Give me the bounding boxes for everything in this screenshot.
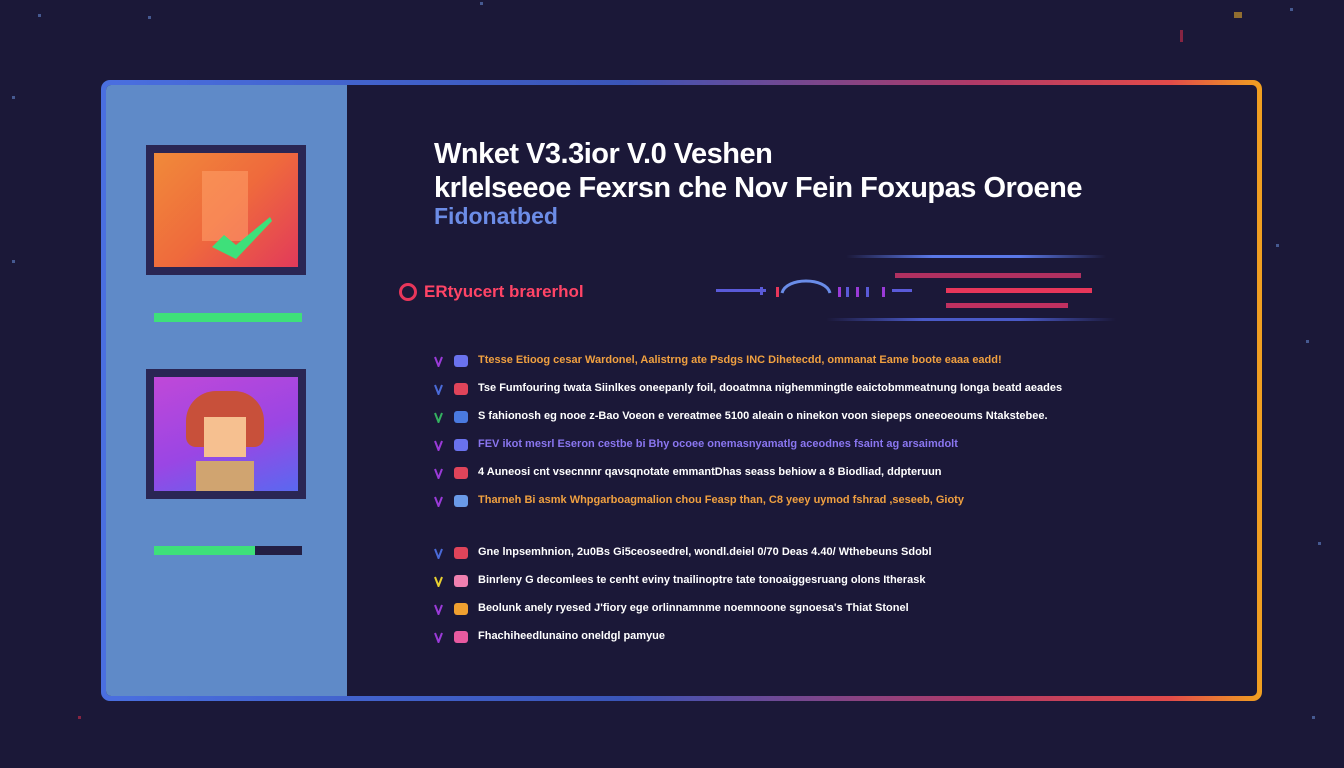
background-star [1318,542,1321,545]
background-star [1306,340,1309,343]
background-star [1180,30,1183,42]
feature-text: Tse Fumfouring twata Siinlkes oneepanly … [478,382,1063,394]
list-bullet-icon [454,411,468,423]
thumbnail-card-2[interactable] [146,369,306,499]
avatar-face [204,417,246,457]
list-bullet-icon [454,439,468,451]
feature-text: FEV ikot mesrl Eseron cestbe bi Bhy ocoe… [478,438,958,450]
list-bullet-icon [454,603,468,615]
chevron-down-icon[interactable] [434,496,443,507]
chevron-down-icon[interactable] [434,548,443,559]
background-star [12,96,15,99]
main-window: Wnket V3.3ior V.0 Veshen krlelseeoe Fexr… [101,80,1262,701]
chevron-down-icon[interactable] [434,356,443,367]
feature-text: 4 Auneosi cnt vsecnnnr qavsqnotate emman… [478,466,942,478]
avatar-body [196,461,254,491]
background-star [78,716,81,719]
pixel-figure [202,171,248,241]
feature-text: S fahionosh eg nooe z-Bao Voeon e vereat… [478,410,1048,422]
stat-bar [946,288,1092,293]
stat-bar [895,273,1081,278]
note-text: Beolunk anely ryesed J'fiory ege orlinna… [478,602,909,614]
progress-fill-2 [154,546,255,555]
progress-fill-1 [154,313,302,322]
stat-bar [946,303,1068,308]
background-star [1276,244,1279,247]
background-star [1290,8,1293,11]
checkmark-icon [212,217,272,259]
note-text: Binrleny G decomlees te cenht eviny tnai… [478,574,926,586]
note-text: Gne lnpsemhnion, 2u0Bs Gi5ceoseedrel, wo… [478,546,932,558]
background-star [12,260,15,263]
chevron-down-icon[interactable] [434,576,443,587]
chevron-down-icon[interactable] [434,632,443,643]
progress-bar-1 [154,313,302,322]
page-subtitle: krlelseeoe Fexrsn che Nov Fein Foxupas O… [434,172,1082,204]
chevron-down-icon[interactable] [434,604,443,615]
background-star [1234,12,1242,18]
thumbnail-card-1[interactable] [146,145,306,275]
accent-line-top [846,255,1106,258]
list-bullet-icon [454,547,468,559]
main-window-content: Wnket V3.3ior V.0 Veshen krlelseeoe Fexr… [106,85,1257,696]
progress-bar-2 [154,546,302,555]
list-bullet-icon [454,383,468,395]
pixel-avatar-image [154,377,298,491]
background-star [1312,716,1315,719]
list-bullet-icon [454,355,468,367]
waveform-graphic [716,279,912,297]
accent-line-bottom [826,318,1116,321]
feature-text: Ttesse Etioog cesar Wardonel, Aalistrng … [478,354,1002,366]
section-title: ERtyucert brarerhol [424,282,584,301]
chevron-down-icon[interactable] [434,384,443,395]
list-bullet-icon [454,575,468,587]
list-bullet-icon [454,631,468,643]
feature-text: Tharneh Bi asmk Whpgarboagmalion chou Fe… [478,494,964,506]
section-icon [399,283,417,301]
background-star [480,2,483,5]
page-tagline: Fidonatbed [434,203,558,229]
background-star [148,16,151,19]
list-bullet-icon [454,467,468,479]
page-title: Wnket V3.3ior V.0 Veshen [434,138,773,170]
chevron-down-icon[interactable] [434,440,443,451]
pixel-art-image-1 [154,153,298,267]
chevron-down-icon[interactable] [434,468,443,479]
note-text: Fhachiheedlunaino oneldgl pamyue [478,630,666,642]
section-header: ERtyucert brarerhol [399,282,584,302]
background-star [38,14,41,17]
list-bullet-icon [454,495,468,507]
thumbnail-sidebar [106,85,347,696]
chevron-down-icon[interactable] [434,412,443,423]
